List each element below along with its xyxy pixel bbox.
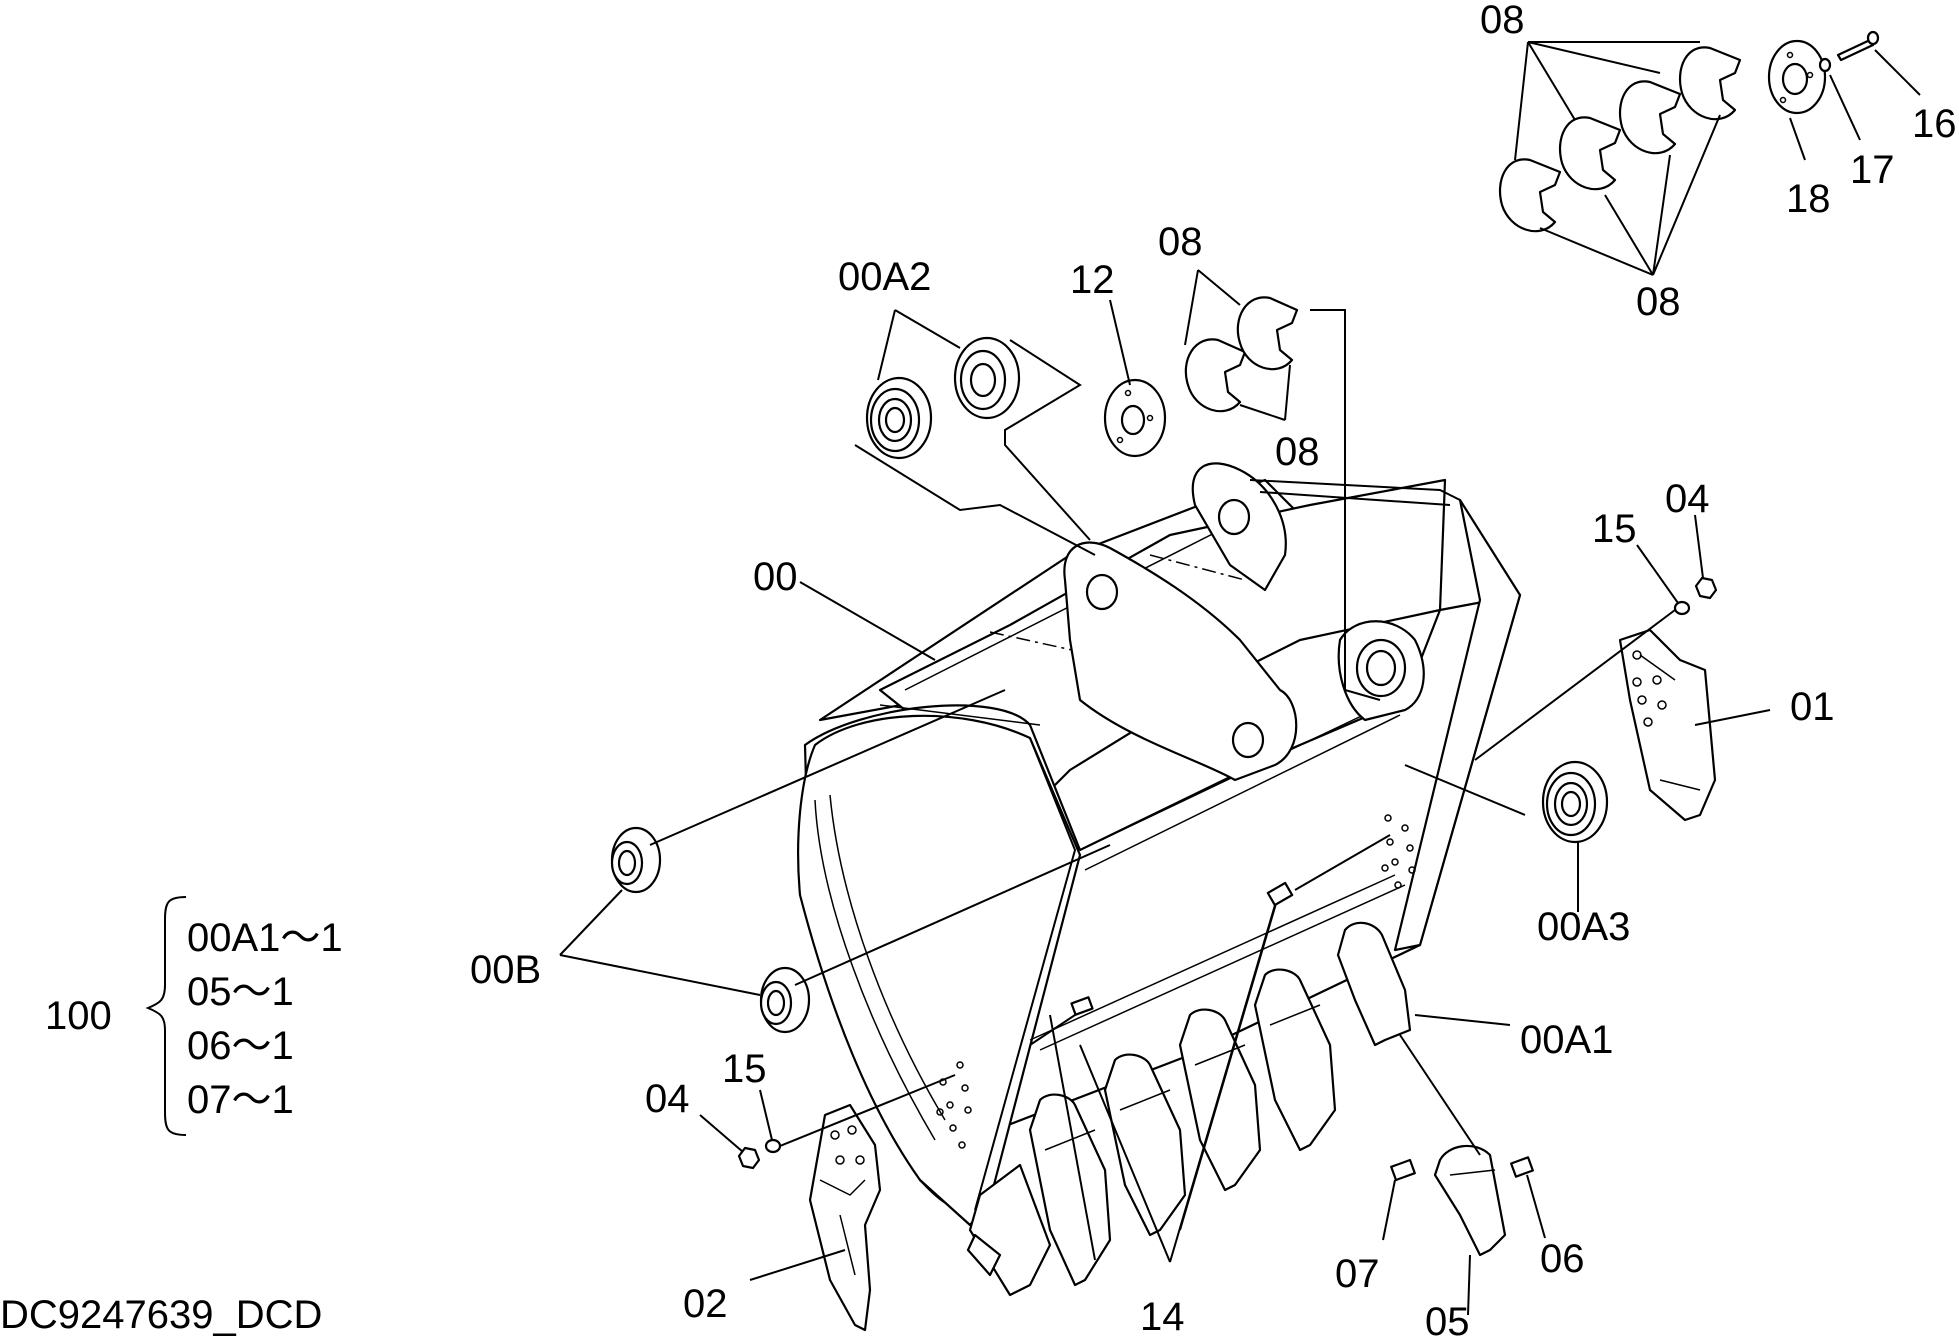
callout-00: 00 (753, 555, 798, 599)
callout-06: 06 (1540, 1237, 1585, 1281)
boss-00A3-seal (1541, 760, 1609, 844)
callout-15-right: 15 (1592, 507, 1637, 551)
washer-17 (1818, 57, 1832, 73)
callout-05: 05 (1425, 1300, 1470, 1339)
kit-item-2: 05〜1 (187, 970, 294, 1014)
callout-15-left: 15 (722, 1047, 767, 1091)
kit-legend: 100 00A1〜1 05〜1 06〜1 07〜1 (45, 916, 343, 1122)
plate-12 (1103, 378, 1167, 458)
plate-18 (1767, 39, 1827, 115)
callout-labels: 08 16 17 18 08 00A2 12 08 08 04 15 00 01… (470, 0, 1957, 1339)
tooth-1 (966, 1163, 1052, 1297)
shims-08-top (1498, 46, 1742, 233)
leader-lines (145, 41, 1921, 1316)
bucket-body (797, 462, 1522, 1227)
callout-00B: 00B (470, 948, 541, 992)
teeth-group (966, 834, 1412, 1297)
washer-15-left (764, 1138, 782, 1154)
callout-04-right: 04 (1665, 477, 1710, 521)
tooth-4 (1178, 1008, 1262, 1192)
callout-08-top: 08 (1480, 0, 1525, 42)
callout-00A3: 00A3 (1537, 905, 1630, 949)
adapter-05 (1390, 1144, 1534, 1257)
tooth-3 (1103, 1053, 1187, 1237)
bolt-16 (1836, 30, 1880, 62)
tooth-6 (1336, 921, 1412, 1047)
nut-04-left (737, 1146, 761, 1170)
callout-08-mid-lower: 08 (1275, 430, 1320, 474)
boss-00B-lower (759, 966, 811, 1034)
callout-18: 18 (1786, 177, 1831, 221)
side-cutter-left (808, 1103, 882, 1332)
callout-14: 14 (1140, 1295, 1185, 1339)
callout-08-right: 08 (1636, 280, 1681, 324)
kit-label: 100 (45, 994, 112, 1038)
callout-12: 12 (1070, 258, 1115, 302)
callout-01: 01 (1790, 685, 1835, 729)
shims-08-middle (1184, 296, 1299, 413)
tooth-5 (1253, 968, 1337, 1152)
nut-04-right (1694, 576, 1718, 600)
kit-item-1: 00A1〜1 (187, 916, 343, 960)
callout-16: 16 (1912, 102, 1957, 146)
boss-00A2-seal (865, 376, 933, 460)
washer-15-right (1673, 600, 1691, 616)
callout-07: 07 (1335, 1252, 1380, 1296)
boss-00A2-ring (953, 336, 1021, 420)
callout-17: 17 (1850, 148, 1895, 192)
kit-item-3: 06〜1 (187, 1024, 294, 1068)
callout-04-left: 04 (645, 1077, 690, 1121)
callout-08-mid-upper: 08 (1158, 220, 1203, 264)
kit-item-4: 07〜1 (187, 1078, 294, 1122)
drawing-id: DC9247639_DCD (0, 1293, 322, 1337)
callout-00A1: 00A1 (1520, 1018, 1613, 1062)
side-cutter-right (1618, 628, 1717, 822)
boss-00B-upper (610, 826, 662, 894)
callout-00A2: 00A2 (838, 255, 931, 299)
callout-02: 02 (683, 1282, 728, 1326)
